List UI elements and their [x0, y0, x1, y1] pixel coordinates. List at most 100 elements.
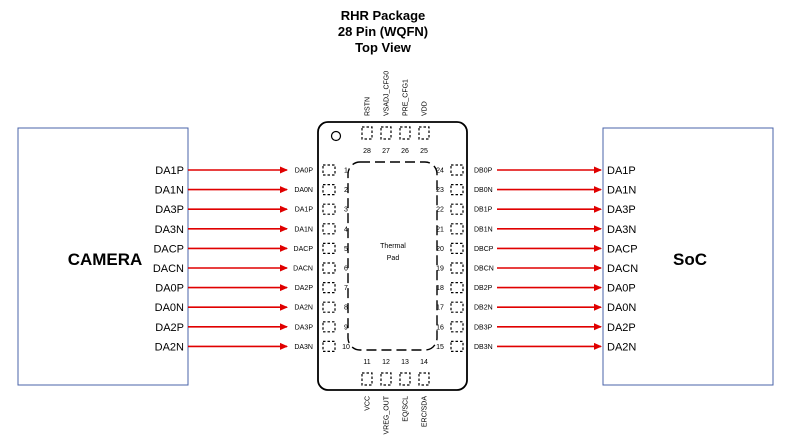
left-pin-name: DA3P [295, 324, 314, 331]
right-pin-name: DB2P [474, 285, 493, 292]
soc-signal-label: DA2N [607, 341, 636, 353]
left-pin-pad [322, 223, 336, 235]
right-pin-name: DB2N [474, 305, 493, 312]
left-pin-name: DA0N [294, 187, 313, 194]
right-pin-pad [450, 262, 464, 274]
right-pin-number: 15 [436, 344, 444, 351]
left-pin-pad [322, 203, 336, 215]
left-pin-number: 2 [344, 187, 348, 194]
right-pin-pad [450, 223, 464, 235]
left-pin-name: DA3N [294, 344, 313, 351]
camera-signal-label: DA1P [155, 165, 184, 177]
right-pin-name: DBCN [474, 266, 494, 273]
left-pin-number: 9 [344, 324, 348, 331]
soc-signal-label: DACP [607, 243, 638, 255]
left-pin-pad [322, 262, 336, 274]
thermal-pad-label-2: Pad [387, 255, 400, 262]
left-pin-number: 1 [344, 168, 348, 175]
left-pin-name: DA1P [295, 207, 314, 214]
dynamic-elements: 1DA0PDA1P2DA0NDA1N3DA1PDA3P4DA1NDA3N5DAC… [153, 71, 638, 435]
title-line-2: 28 Pin (WQFN) [338, 24, 428, 39]
bottom-pin-number: 13 [401, 359, 409, 366]
right-pin-pad [450, 301, 464, 313]
right-pin-pad [450, 282, 464, 294]
top-pin-name: VSADJ_CFG0 [384, 71, 391, 116]
right-pin-number: 19 [436, 266, 444, 273]
bottom-pin-number: 12 [382, 359, 390, 366]
camera-signal-label: DACN [153, 263, 184, 275]
bottom-pin-name: EQ/SCL [403, 396, 410, 422]
left-pin-pad [322, 164, 336, 176]
right-pin-number: 17 [436, 305, 444, 312]
left-pin-number: 10 [342, 344, 350, 351]
soc-signal-label: DA3P [607, 204, 636, 216]
right-pin-number: 23 [436, 187, 444, 194]
camera-signal-label: DA2N [155, 341, 184, 353]
top-pin-pad [380, 126, 392, 140]
bottom-pin-pad [380, 372, 392, 386]
soc-signal-label: DA0N [607, 302, 636, 314]
left-pin-name: DA1N [294, 226, 313, 233]
left-pin-name: DA2N [294, 305, 313, 312]
bottom-pin-pad [361, 372, 373, 386]
soc-label: SoC [673, 250, 707, 269]
bottom-pin-number: 11 [363, 359, 370, 366]
bottom-pin-name: VCC [365, 396, 372, 411]
chip-body [317, 121, 468, 391]
right-pin-name: DB0P [474, 168, 493, 175]
left-pin-pad [322, 184, 336, 196]
bottom-pin-pad [418, 372, 430, 386]
right-pin-name: DB1N [474, 226, 493, 233]
right-pin-pad [450, 203, 464, 215]
right-pin-pad [450, 321, 464, 333]
thermal-pad [347, 161, 438, 351]
right-pin-name: DB3N [474, 344, 493, 351]
top-pin-name: RSTN [365, 97, 372, 116]
left-pin-number: 6 [344, 266, 348, 273]
top-pin-number: 25 [420, 148, 428, 155]
camera-block [17, 127, 189, 386]
right-pin-number: 24 [436, 168, 444, 175]
right-pin-pad [450, 242, 464, 254]
right-pin-number: 21 [436, 226, 444, 233]
soc-signal-label: DA2P [607, 322, 636, 334]
top-pin-name: VDD [422, 101, 429, 116]
camera-signal-label: DA0P [155, 283, 184, 295]
bottom-pin-name: ERC/SDA [422, 396, 429, 427]
camera-label: CAMERA [68, 250, 143, 269]
pin1-marker [330, 130, 342, 142]
right-pin-name: DB1P [474, 207, 493, 214]
left-pin-pad [322, 321, 336, 333]
bottom-pin-pad [399, 372, 411, 386]
thermal-pad-label-1: Thermal [380, 243, 406, 250]
left-pin-pad [322, 282, 336, 294]
camera-signal-label: DA2P [155, 322, 184, 334]
camera-signal-label: DA1N [155, 185, 184, 197]
top-pin-pad [399, 126, 411, 140]
left-pin-pad [322, 301, 336, 313]
left-pin-name: DA2P [295, 285, 314, 292]
top-pin-number: 27 [382, 148, 390, 155]
soc-signal-label: DA1N [607, 185, 636, 197]
left-pin-number: 4 [344, 226, 348, 233]
soc-block [602, 127, 774, 386]
left-pin-name: DACN [293, 266, 313, 273]
top-pin-pad [418, 126, 430, 140]
left-pin-pad [322, 340, 336, 352]
top-pin-name: PRE_CFG1 [403, 79, 410, 116]
bottom-pin-number: 14 [420, 359, 428, 366]
right-pin-number: 18 [436, 285, 444, 292]
left-pin-name: DA0P [295, 168, 314, 175]
right-pin-pad [450, 164, 464, 176]
camera-signal-label: DA0N [155, 302, 184, 314]
left-pin-number: 8 [344, 305, 348, 312]
camera-signal-label: DA3N [155, 224, 184, 236]
top-pin-number: 28 [363, 148, 371, 155]
left-pin-number: 3 [344, 207, 348, 214]
bottom-pin-name: VREG_OUT [384, 395, 391, 434]
right-pin-number: 20 [436, 246, 444, 253]
left-pin-name: DACP [294, 246, 314, 253]
soc-signal-label: DA1P [607, 165, 636, 177]
soc-signal-label: DA3N [607, 224, 636, 236]
